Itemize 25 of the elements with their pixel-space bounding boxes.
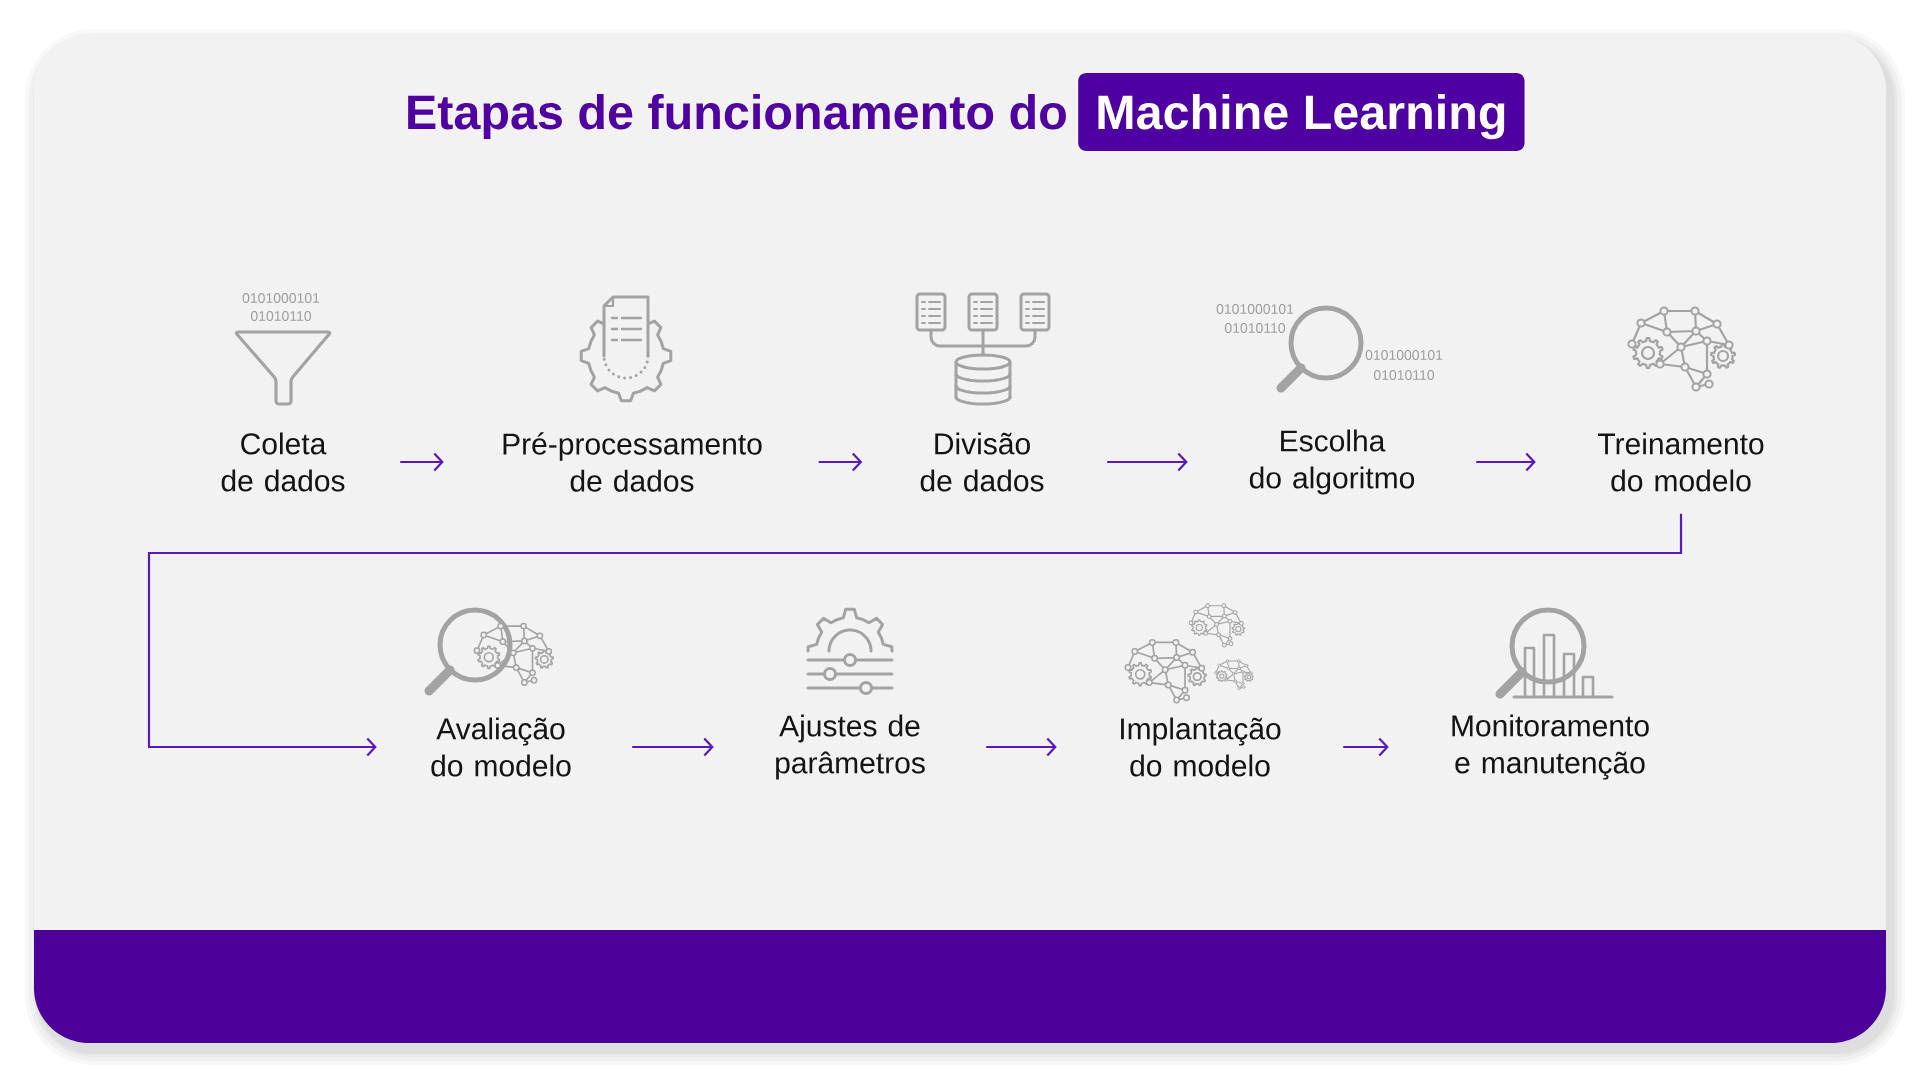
step-label: Ajustes de parâmetros <box>776 714 925 780</box>
step-label: Implantação do modelo <box>1121 717 1281 777</box>
title: Etapas de funcionamento do <box>408 93 1066 140</box>
step-label: Escolha do algoritmo <box>1249 429 1415 495</box>
binary-digits: 01010110 <box>1373 370 1435 380</box>
arrow <box>400 452 444 472</box>
binary-digits: 0101000101 <box>1216 304 1294 314</box>
arrow <box>1476 452 1536 472</box>
step-label: Divisão de dados <box>920 432 1044 492</box>
arrow <box>986 737 1057 757</box>
step-label: Treinamento do modelo <box>1598 432 1764 492</box>
arrow <box>632 737 714 757</box>
step-label: Avaliação do modelo <box>431 717 571 777</box>
arrow <box>147 513 1683 757</box>
step-label: Monitoramento e manutenção <box>1452 714 1649 780</box>
step-label: Pré-processamento de dados <box>503 432 762 492</box>
binary-digits: 01010110 <box>1224 323 1286 333</box>
arrow <box>1343 737 1389 757</box>
arrow <box>818 452 863 472</box>
binary-digits: 0101000101 <box>1365 350 1443 360</box>
arrow <box>1107 452 1188 472</box>
title-highlight: Machine Learning <box>1078 73 1525 151</box>
binary-digits: 0101000101 <box>242 293 320 303</box>
binary-digits: 01010110 <box>250 311 312 321</box>
step-label: Coleta de dados <box>221 432 345 492</box>
